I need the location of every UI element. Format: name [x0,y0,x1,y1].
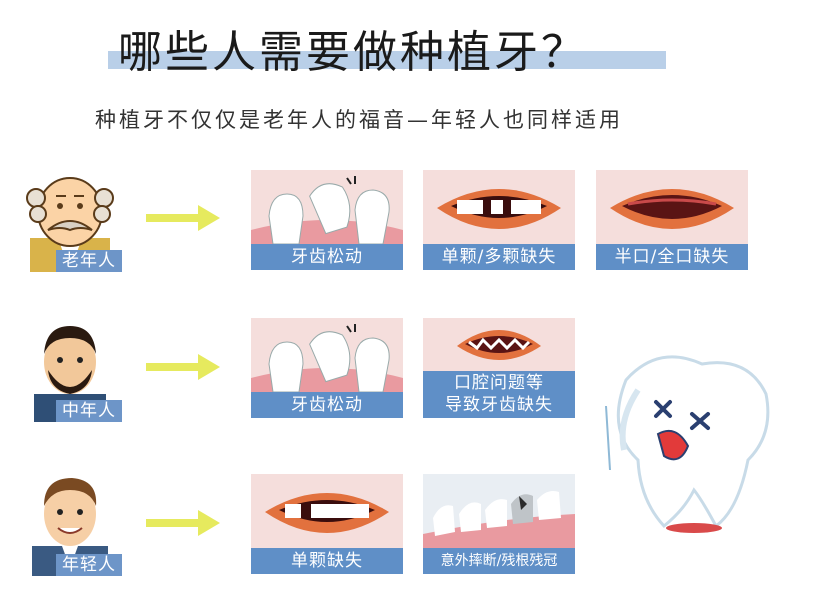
single-missing-tooth-illustration-icon [265,493,389,533]
missing-tooth-mouth-illustration-icon [437,189,561,229]
title-block: 哪些人需要做种植牙？ [108,14,666,78]
title-highlight-bar [108,51,666,69]
arrow-right-icon [146,354,220,380]
card-oral-problems: 口腔问题等 导致牙齿缺失 [423,318,575,418]
person-elderly: 老年人 [20,168,122,272]
card-toothless: 半口/全口缺失 [596,170,748,270]
person-middle-aged: 中年人 [20,318,122,422]
middle-aged-man-avatar-icon [34,326,106,422]
person-label: 中年人 [56,400,122,422]
card-loose-teeth: 牙齿松动 [251,170,403,270]
toothless-mouth-illustration-icon [610,189,734,229]
arrow-right-icon [146,510,220,536]
card-single-missing: 单颗缺失 [251,474,403,574]
card-label: 单颗/多颗缺失 [423,244,575,270]
page-subtitle: 种植牙不仅仅是老年人的福音—年轻人也同样适用 [95,108,623,132]
card-label: 意外摔断/残根残冠 [423,548,575,574]
card-loose-teeth: 牙齿松动 [251,318,403,418]
card-label: 牙齿松动 [251,244,403,270]
card-label: 半口/全口缺失 [596,244,748,270]
card-label: 牙齿松动 [251,392,403,418]
person-label: 老年人 [56,250,122,272]
card-label: 单颗缺失 [251,548,403,574]
person-young: 年轻人 [20,472,122,576]
card-broken-tooth: 意外摔断/残根残冠 [423,474,575,574]
sad-tooth-mascot-icon [605,355,770,533]
page-title: 哪些人需要做种植牙？ [118,27,588,78]
card-label-line1: 口腔问题等 [454,373,544,393]
damaged-teeth-mouth-illustration-icon [457,330,541,360]
arrow-right-icon [146,205,220,231]
person-label: 年轻人 [56,554,122,576]
card-label: 口腔问题等 导致牙齿缺失 [423,371,575,418]
card-missing-teeth: 单颗/多颗缺失 [423,170,575,270]
card-label-line2: 导致牙齿缺失 [445,395,553,415]
